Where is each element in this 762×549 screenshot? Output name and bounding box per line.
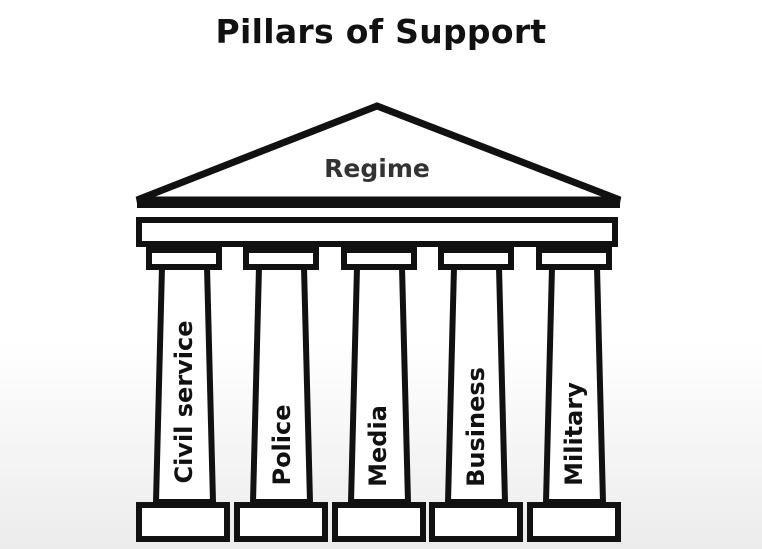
pillar-label: Police <box>268 404 296 485</box>
pillar: Military <box>527 247 621 542</box>
roof-base-bar <box>137 200 620 208</box>
pillar-label: Business <box>462 367 490 487</box>
pillar-label: Media <box>364 405 392 487</box>
pillar: Business <box>429 247 523 542</box>
pillar-base <box>332 502 426 542</box>
page-title: Pillars of Support <box>215 12 547 51</box>
pillar-base <box>234 502 328 542</box>
pillar-base <box>527 502 621 542</box>
pillar-label: Military <box>560 382 588 486</box>
entablature-beam <box>136 217 618 247</box>
pillar-base <box>136 502 230 542</box>
pillar: Police <box>234 247 328 542</box>
roof-triangle <box>135 102 622 204</box>
pillar-base <box>429 502 523 542</box>
pillar-label: Civil service <box>170 320 198 483</box>
pillar: Civil service <box>136 247 230 542</box>
pillar: Media <box>332 247 426 542</box>
roof-label: Regime <box>324 154 430 183</box>
roof: Regime <box>135 102 622 208</box>
